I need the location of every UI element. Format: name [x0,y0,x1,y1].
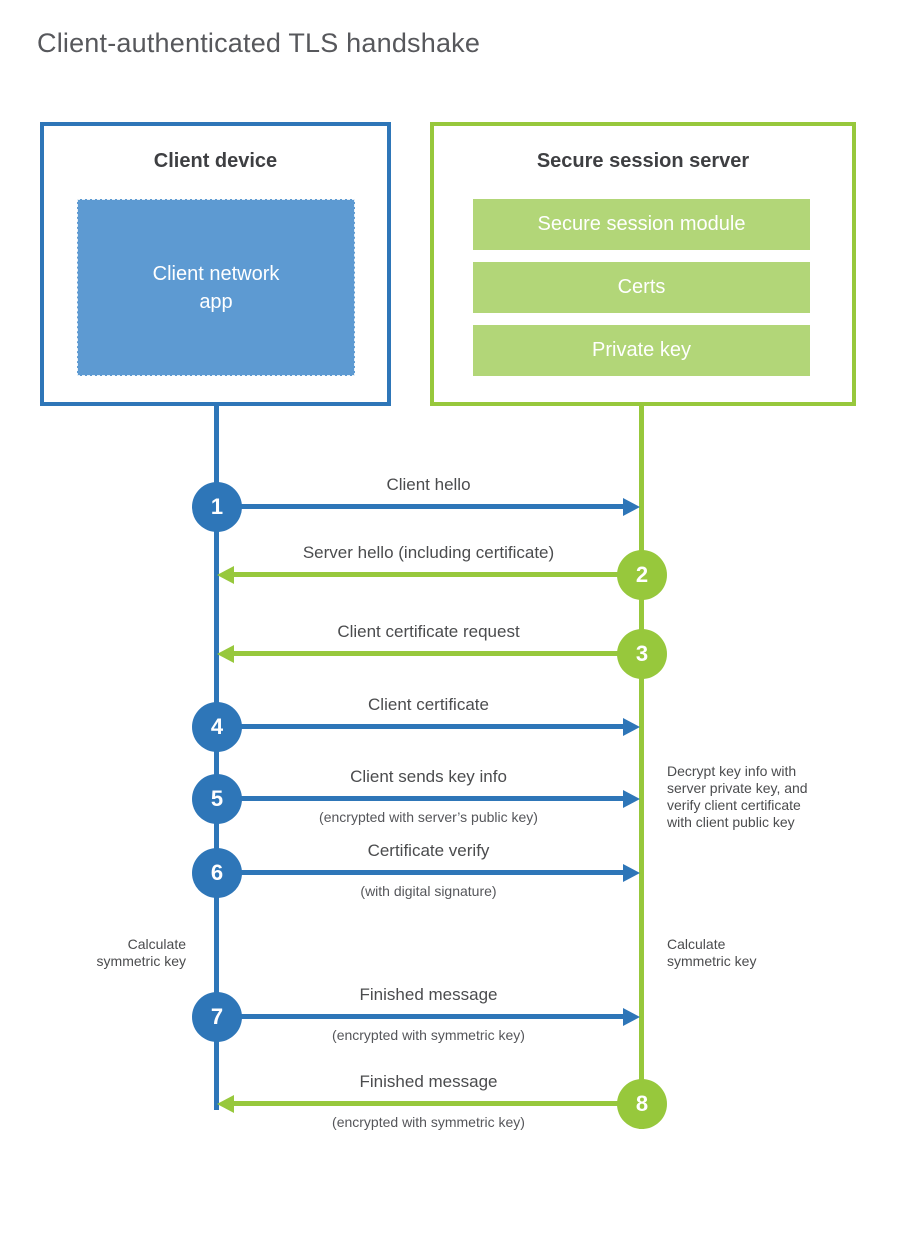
message-arrow-shaft-1 [217,504,624,509]
step-circle-8: 8 [617,1079,667,1129]
step-circle-3: 3 [617,629,667,679]
step-circle-7: 7 [192,992,242,1042]
message-label-7: Finished message [359,985,498,1004]
message-arrowhead-1-icon [623,497,640,516]
annotation-calculate-symmetric-key-server: Calculate symmetric key [667,936,757,969]
message-arrow-shaft-8 [234,1101,642,1106]
message-label-2: Server hello (including certificate) [302,543,555,562]
message-label-8: Finished message [359,1072,498,1091]
message-arrowhead-8-icon [217,1094,234,1113]
secure-session-server-heading: Secure session server [536,150,750,172]
message-label-4: Client certificate [368,695,489,714]
annotation-decrypt-key-info: Decrypt key info with server private key… [667,763,808,830]
message-label-6: Certificate verify [367,841,490,860]
server-lifeline [639,406,644,1129]
message-arrowhead-5-icon [623,789,640,808]
message-arrow-shaft-7 [217,1014,624,1019]
message-arrowhead-3-icon [217,644,234,663]
client-device-heading: Client device [153,150,278,172]
server-module-private-key: Private key [473,325,810,376]
message-arrow-shaft-3 [234,651,642,656]
message-arrow-shaft-5 [217,796,624,801]
client-network-app-box: Client network app [77,199,355,376]
step-circle-6: 6 [192,848,242,898]
client-lifeline [214,406,219,1110]
message-arrowhead-7-icon [623,1007,640,1026]
message-label-3: Client certificate request [337,622,520,641]
message-sublabel-5: (encrypted with server’s public key) [319,809,538,825]
message-arrow-shaft-4 [217,724,624,729]
secure-session-server-box: Secure session server Secure session mod… [430,122,856,406]
annotation-calculate-symmetric-key-client: Calculate symmetric key [96,936,186,969]
page-title: Client-authenticated TLS handshake [37,28,481,58]
message-arrow-shaft-2 [234,572,642,577]
client-network-app-label: Client network app [152,262,280,313]
message-arrowhead-6-icon [623,863,640,882]
message-sublabel-8: (encrypted with symmetric key) [332,1114,525,1130]
message-sublabel-6: (with digital signature) [360,883,497,899]
step-circle-1: 1 [192,482,242,532]
message-sublabel-7: (encrypted with symmetric key) [332,1027,525,1043]
server-module-secure-session-module: Secure session module [473,199,810,250]
client-device-box: Client device Client network app [40,122,391,406]
message-arrowhead-2-icon [217,565,234,584]
step-circle-2: 2 [617,550,667,600]
server-module-certs: Certs [473,262,810,313]
message-label-5: Client sends key info [350,767,507,786]
message-arrow-shaft-6 [217,870,624,875]
message-label-1: Client hello [386,475,471,494]
step-circle-5: 5 [192,774,242,824]
message-arrowhead-4-icon [623,717,640,736]
step-circle-4: 4 [192,702,242,752]
